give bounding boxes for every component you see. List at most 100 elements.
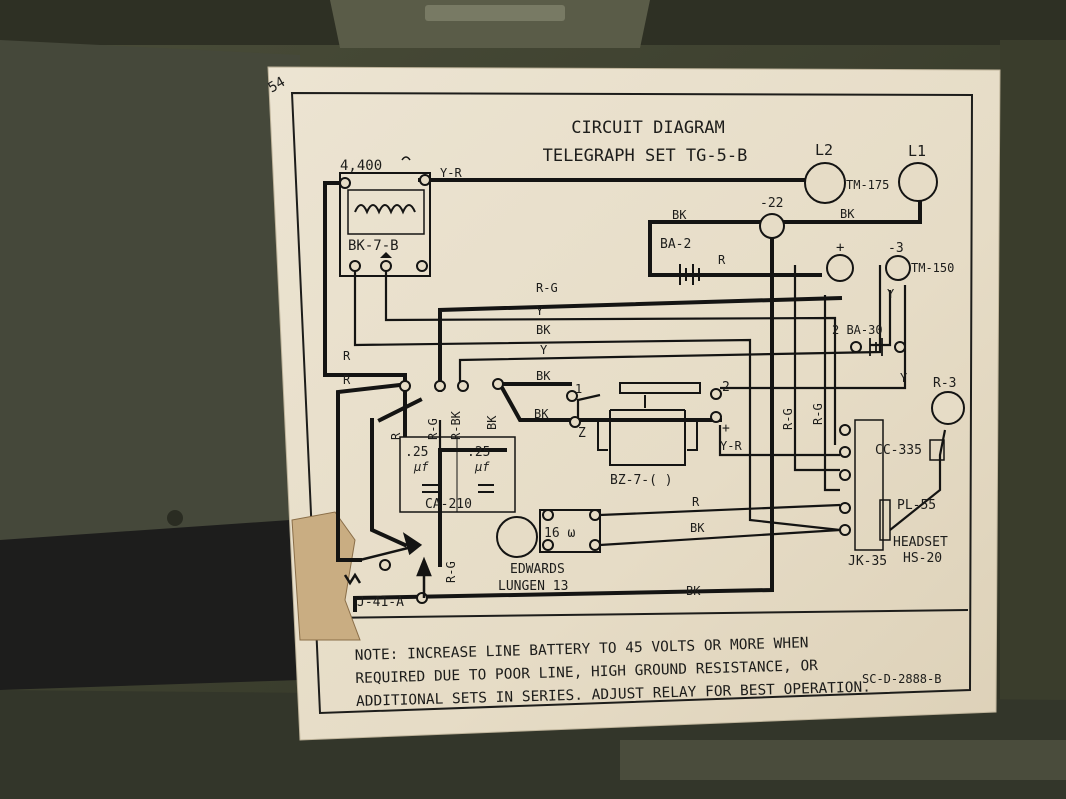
label-2: 2: [722, 380, 730, 395]
terminal: [894, 341, 906, 353]
wire-label: BK: [686, 584, 701, 598]
wire-label: Y: [887, 287, 895, 301]
wire-label: R-BK: [449, 410, 463, 440]
buzzer-bz-7: [597, 382, 701, 466]
wire-y-2: [458, 265, 882, 385]
terminal: [566, 390, 578, 402]
wire-label: R: [343, 373, 351, 387]
wire-label: Y: [900, 371, 908, 385]
wire-y-r-mid: [718, 425, 840, 457]
wire-label: Y: [536, 304, 544, 318]
wire-label: BK: [536, 369, 551, 383]
label-ba-30: 2 BA-30: [832, 323, 883, 337]
terminal: [380, 260, 392, 272]
wire-y-right: [720, 285, 907, 390]
diagram-title: CIRCUIT DIAGRAM: [571, 118, 725, 138]
diagram-subtitle: TELEGRAPH SET TG-5-B: [543, 146, 748, 166]
post-minus-22: [759, 213, 785, 239]
note-divider: [319, 609, 969, 619]
terminals: [339, 174, 906, 604]
label-plus: +: [836, 240, 844, 256]
relay-value: 4,400: [340, 158, 382, 174]
wire-label: BK: [672, 208, 687, 222]
drawing-number: SC-D-2888-B: [862, 672, 941, 686]
wire-bk-l1: [783, 198, 922, 224]
terminal: [839, 424, 851, 436]
wire-label: Y: [540, 343, 548, 357]
label-cc-335: CC-335: [875, 443, 922, 458]
wire-label: R: [692, 495, 700, 509]
capacitor-unit-1: μf: [413, 460, 429, 474]
wire-left-r: [370, 418, 408, 548]
corner-mark: 54: [265, 74, 288, 96]
wire-label: BK: [536, 323, 551, 337]
generator-label-1: EDWARDS: [510, 562, 565, 577]
terminal: [839, 524, 851, 536]
wire-label: BK: [840, 207, 855, 221]
label-jk-35: JK-35: [848, 554, 887, 569]
torn-paper: [291, 511, 361, 641]
generator-ohms: 16 ω: [544, 526, 575, 541]
label-ba-2: BA-2: [660, 237, 691, 252]
label-minus-3: -3: [888, 241, 904, 256]
terminal: [710, 388, 722, 400]
wire-y-1: [384, 270, 837, 445]
screw: [167, 510, 183, 526]
label-border: [290, 91, 974, 715]
wire-r3: [889, 429, 947, 531]
line-l1-terminal: [898, 162, 938, 202]
relay-label: BK-7-B: [348, 238, 399, 254]
terminal: [339, 177, 351, 189]
key-j-41-a: [343, 532, 432, 598]
post-plus: [826, 254, 854, 282]
terminal: [379, 559, 391, 571]
label-r-3: R-3: [933, 376, 956, 391]
wire-r-key: [336, 382, 403, 562]
label-hs-20: HS-20: [903, 551, 942, 566]
terminal: [399, 380, 411, 392]
capacitor-value-2: .25: [467, 445, 490, 460]
terminal: [850, 341, 862, 353]
wire-label: BK: [485, 415, 499, 430]
terminal: [416, 592, 428, 604]
key-label: J-41-A: [357, 595, 404, 610]
wire-z: [576, 393, 601, 423]
terminal: [434, 380, 446, 392]
generator-box: [539, 509, 601, 553]
wire-bk-gen: [599, 528, 841, 547]
terminal: [457, 380, 469, 392]
wire-label: R: [343, 349, 351, 363]
inner-left-wall: [0, 40, 300, 545]
label-plus-2: +: [722, 421, 730, 436]
terminal: [839, 502, 851, 514]
terminal: [419, 174, 431, 186]
wire-label: Y-R: [720, 439, 742, 453]
wire-label: R: [389, 432, 403, 440]
jack-jk-35: [854, 419, 884, 551]
wire-ba2-loop: [648, 220, 822, 277]
label-1: 1: [575, 382, 582, 396]
latch-slot: [425, 5, 565, 21]
capacitor-value-1: .25: [405, 445, 428, 460]
wire-label: Y-R: [440, 166, 462, 180]
wire-label: R-G: [426, 418, 440, 440]
wire-label: BK: [534, 407, 549, 421]
terminal: [416, 260, 428, 272]
label-tm-150: TM-150: [911, 261, 954, 275]
diagram-label: [267, 66, 1001, 741]
wire-r-g-top: [438, 295, 843, 392]
latch-plate: [330, 0, 650, 48]
wire-bk-bottom: [353, 238, 774, 612]
foam-pad: [0, 520, 300, 690]
capacitor-label: CA-210: [425, 497, 472, 512]
wire-bk-buzzer: [497, 381, 722, 422]
label-tm-175: TM-175: [846, 178, 889, 192]
plug-pl-55: [879, 499, 891, 541]
wire-label: R-G: [536, 281, 558, 295]
wire-left-mid: [377, 397, 423, 423]
terminal: [710, 411, 722, 423]
buzzer-label: BZ-7-( ): [610, 473, 673, 488]
generator-bell: [496, 516, 538, 558]
wire-r-gen: [599, 503, 841, 517]
